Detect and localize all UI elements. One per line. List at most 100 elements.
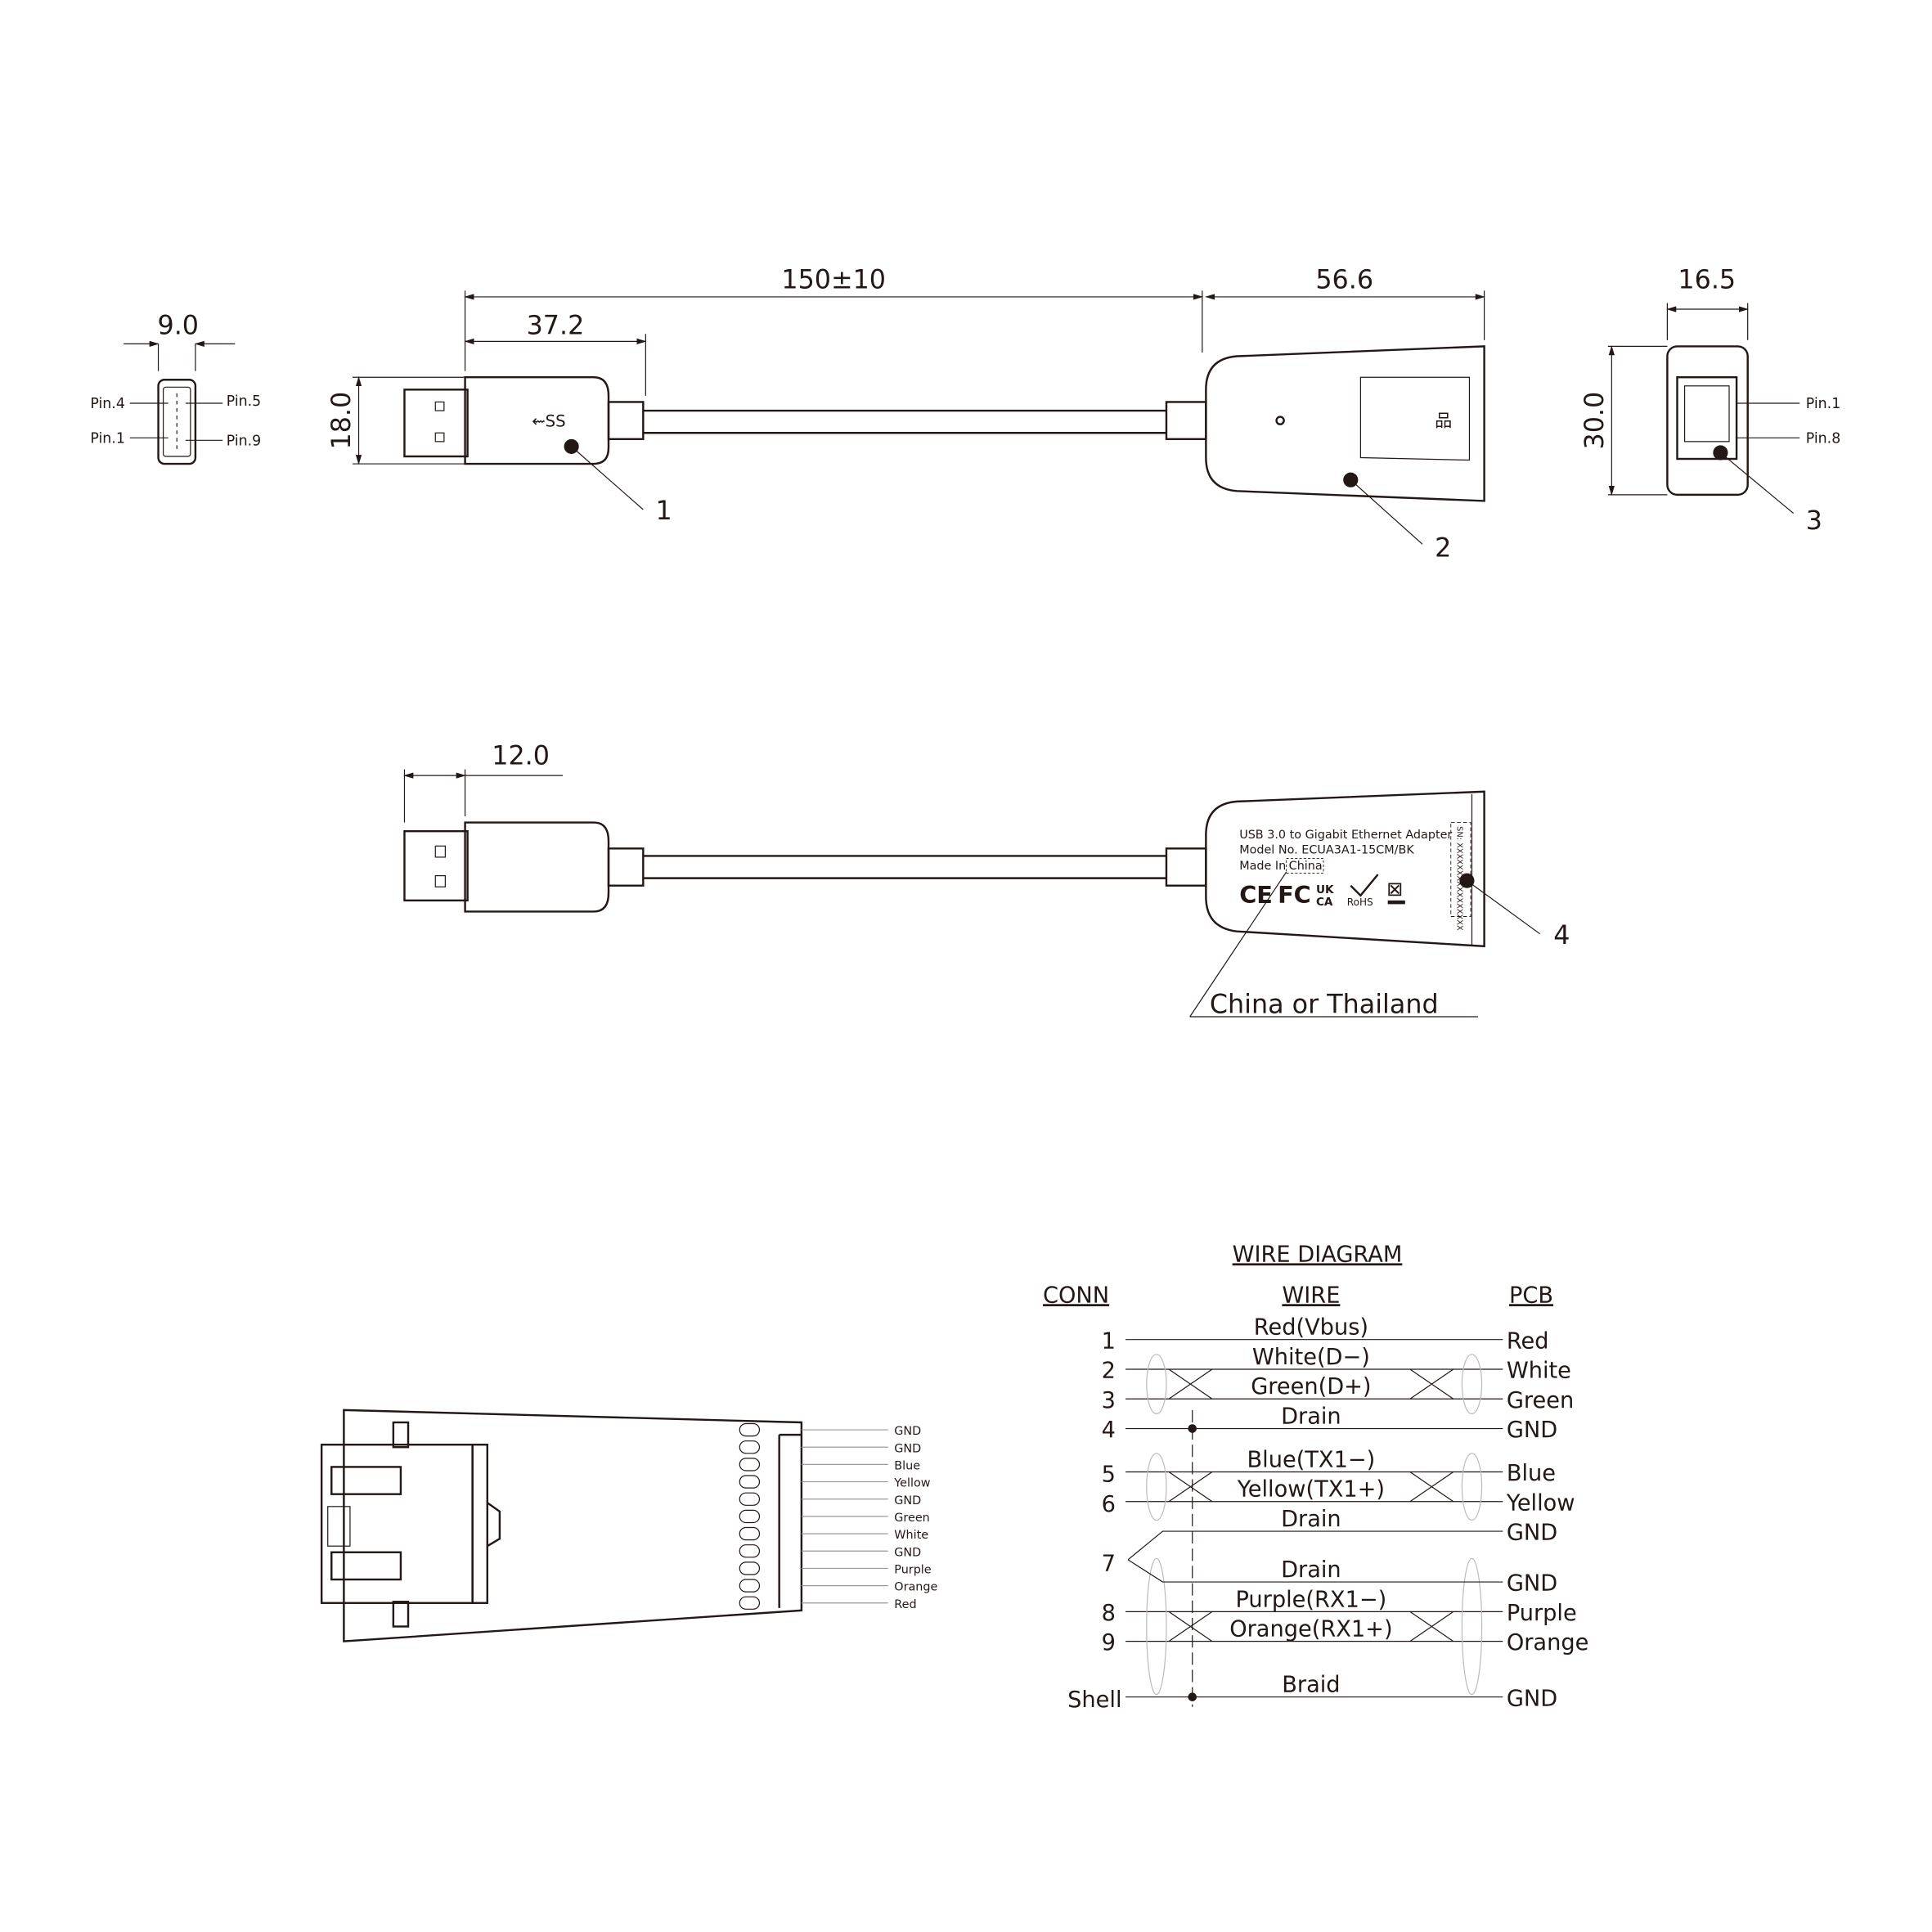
- wire-label: Drain: [1281, 1507, 1341, 1532]
- pad-label: Yellow: [893, 1477, 930, 1490]
- callout-4: 4: [1553, 921, 1570, 950]
- label-country: China: [1289, 860, 1323, 873]
- dim-plug-tip-length: 12.0: [492, 742, 550, 771]
- origin-note: China or Thailand: [1210, 990, 1439, 1019]
- pin9-label: Pin.9: [227, 433, 262, 449]
- pcb-drawing: GND GND Blue Yellow GND Green White GND …: [320, 1409, 938, 1642]
- conn-label: 6: [1102, 1492, 1116, 1517]
- wire-label: Green(D+): [1251, 1374, 1371, 1400]
- pcb-label: Purple: [1507, 1601, 1577, 1626]
- svg-text:CA: CA: [1316, 896, 1333, 909]
- pad-label: GND: [894, 1546, 921, 1559]
- pad-label: Purple: [894, 1563, 932, 1576]
- pcb-pad: [739, 1596, 761, 1610]
- dim-adapter-length: 56.6: [1315, 265, 1373, 294]
- conn-label: 4: [1102, 1418, 1116, 1443]
- dim-plug-height: 18.0: [327, 392, 357, 450]
- ethernet-icon: 品: [1435, 411, 1452, 431]
- pcb-label: Orange: [1507, 1630, 1589, 1656]
- twist-mark: [1409, 1471, 1454, 1503]
- usb-front-view: 9.0 Pin.4 Pin.5 Pin.1 Pin.9: [90, 311, 262, 465]
- conn-label: 9: [1102, 1630, 1116, 1656]
- pcb-pad: [739, 1458, 761, 1471]
- pcb-pad: [739, 1440, 761, 1454]
- conn-label: 3: [1102, 1388, 1116, 1413]
- callout-3: 3: [1806, 506, 1822, 536]
- wire-label: Braid: [1282, 1673, 1340, 1698]
- pcb-pad: [739, 1492, 761, 1506]
- pad-label: GND: [894, 1494, 921, 1507]
- pad-label: Blue: [894, 1459, 920, 1472]
- pcb-pad: [739, 1526, 761, 1541]
- weee-bin-icon: ⊠: [1386, 878, 1403, 901]
- rj45-pin1-label: Pin.1: [1806, 396, 1841, 412]
- conn-label: 2: [1102, 1359, 1116, 1384]
- twist-mark: [1409, 1611, 1454, 1642]
- pcb-pad: [739, 1544, 761, 1558]
- pcb-pad: [739, 1561, 761, 1575]
- pcb-pad: [739, 1422, 761, 1437]
- wire-label: Drain: [1281, 1557, 1341, 1583]
- wire-label: Blue(TX1−): [1247, 1447, 1376, 1472]
- pad-label: White: [894, 1529, 928, 1542]
- pcb-label: GND: [1507, 1571, 1557, 1597]
- dim-cable-length: 150±10: [781, 265, 886, 294]
- fcc-mark-icon: FC: [1278, 881, 1311, 909]
- wire-label: Drain: [1281, 1404, 1341, 1430]
- pcb-label: GND: [1507, 1686, 1557, 1711]
- label-product-name: USB 3.0 to Gigabit Ethernet Adapter: [1239, 829, 1452, 842]
- pcb-pad: [739, 1509, 761, 1524]
- dim-adapter-width: 16.5: [1678, 265, 1736, 294]
- rohs-mark-icon: RoHS: [1347, 896, 1373, 908]
- usb-ss-logo-icon: ⇜SS: [532, 412, 565, 431]
- pad-label: GND: [894, 1425, 921, 1438]
- wire-label: Purple(RX1−): [1236, 1587, 1387, 1612]
- wire-diagram-title: WIRE DIAGRAM: [1233, 1242, 1403, 1267]
- conn-label: Shell: [1067, 1687, 1121, 1713]
- label-model-number: Model No. ECUA3A1-15CM/BK: [1239, 843, 1414, 856]
- pad-label: Red: [894, 1598, 916, 1611]
- conn-label: 5: [1102, 1462, 1116, 1488]
- ce-mark-icon: CE: [1239, 881, 1273, 909]
- pad-label: Orange: [894, 1581, 937, 1594]
- wire-diagram: WIRE DIAGRAM CONN WIRE PCB Red(Vbus) Red 1…: [1043, 1242, 1588, 1712]
- callout-2: 2: [1435, 533, 1451, 563]
- pin5-label: Pin.5: [227, 393, 262, 410]
- ukca-mark-icon: UK: [1316, 883, 1334, 896]
- wire-label: White(D−): [1252, 1345, 1370, 1370]
- rj45-end-view: 16.5 30.0 Pin.1 Pin.8 3: [1580, 265, 1841, 536]
- pin4-label: Pin.4: [90, 396, 125, 412]
- label-made-in: Made In: [1239, 860, 1286, 873]
- wire-label: Orange(RX1+): [1229, 1617, 1392, 1642]
- pcb-label: GND: [1507, 1521, 1557, 1546]
- label-serial: SN: XXXXXXXXXXXXXXXX: [1454, 826, 1463, 931]
- conn-label: 1: [1102, 1328, 1116, 1354]
- pcb-label: White: [1507, 1359, 1571, 1384]
- pcb-label: GND: [1507, 1418, 1557, 1443]
- conn-label: 7: [1102, 1551, 1116, 1576]
- callout-1: 1: [655, 496, 672, 526]
- dim-adapter-height: 30.0: [1580, 392, 1610, 450]
- twist-mark: [1409, 1368, 1454, 1400]
- cable-top-view: ⇜SS 品 1 2 150±10 37.2 56.6 18.0: [327, 265, 1485, 563]
- pcb-pad: [739, 1475, 761, 1489]
- pcb-label: Red: [1507, 1328, 1549, 1354]
- header-pcb: PCB: [1509, 1283, 1553, 1308]
- dim-plug-body-length: 37.2: [527, 311, 585, 340]
- twist-mark: [1168, 1471, 1213, 1503]
- pcb-pad: [739, 1579, 761, 1593]
- header-conn: CONN: [1043, 1283, 1109, 1308]
- header-wire: WIRE: [1282, 1283, 1340, 1308]
- dim-plug-front-width: 9.0: [158, 311, 200, 340]
- cable-bottom-view: USB 3.0 to Gigabit Ethernet Adapter Mode…: [403, 742, 1570, 1019]
- conn-label: 8: [1102, 1601, 1116, 1626]
- pcb-label: Blue: [1507, 1461, 1556, 1486]
- wire-label: Red(Vbus): [1254, 1315, 1368, 1341]
- pad-label: Green: [894, 1512, 930, 1525]
- pad-label: GND: [894, 1442, 921, 1455]
- pin1-label: Pin.1: [90, 430, 125, 447]
- twist-mark: [1168, 1611, 1213, 1642]
- pcb-label: Green: [1507, 1388, 1574, 1413]
- rj45-pin8-label: Pin.8: [1806, 430, 1841, 447]
